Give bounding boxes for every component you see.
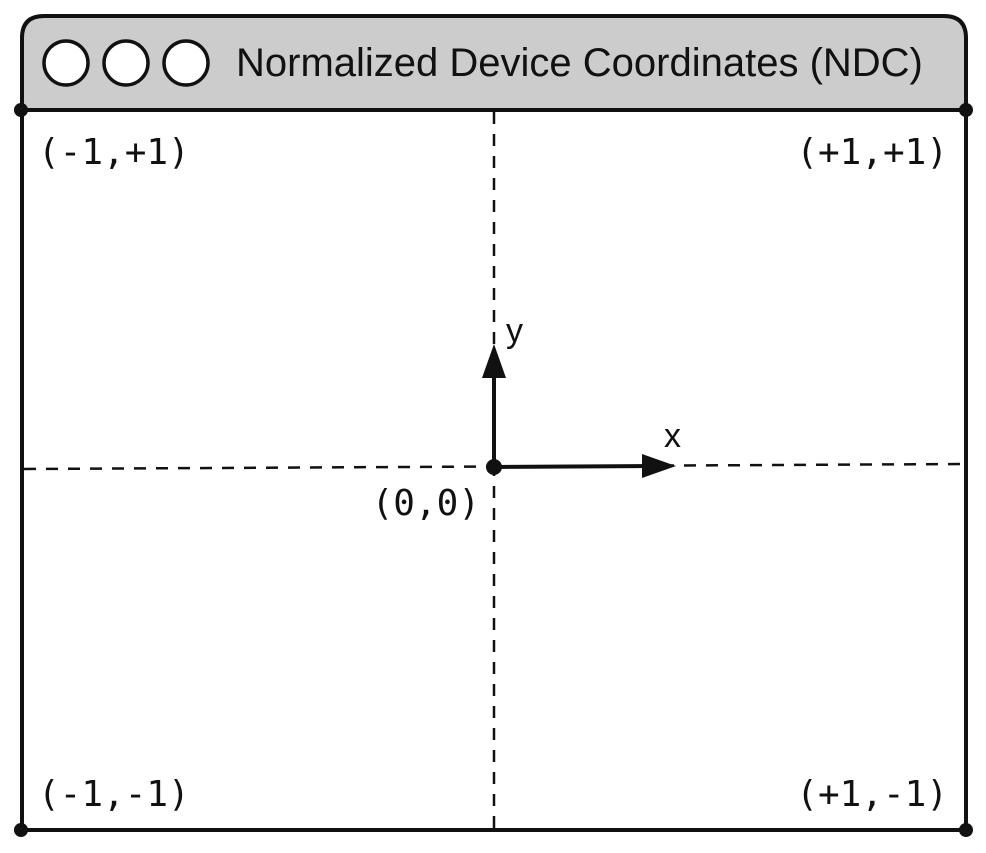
title-bar: Normalized Device Coordinates (NDC) <box>20 14 968 112</box>
viewport-frame <box>14 103 973 837</box>
x-axis-arrowhead <box>642 454 676 478</box>
corner-label-top-right: (+1,+1) <box>796 132 948 173</box>
y-axis-arrowhead <box>482 344 506 378</box>
corner-label-bottom-left: (-1,-1) <box>38 774 190 815</box>
corner-dot-bottom-left <box>14 823 28 837</box>
x-axis-label: x <box>664 417 681 455</box>
x-axis-arrow-line <box>493 464 653 469</box>
corner-label-top-left: (-1,+1) <box>38 132 190 173</box>
corner-dot-top-right <box>959 103 973 117</box>
axes: x y <box>482 312 681 478</box>
corner-dot-top-left <box>14 103 28 117</box>
corner-label-bottom-right: (+1,-1) <box>796 774 948 815</box>
origin-dot <box>486 459 502 475</box>
window-button[interactable] <box>162 39 210 87</box>
window-button[interactable] <box>102 39 150 87</box>
corner-dot-bottom-right <box>959 823 973 837</box>
window-title: Normalized Device Coordinates (NDC) <box>236 41 923 85</box>
window-button[interactable] <box>42 39 90 87</box>
y-axis-label: y <box>506 312 523 350</box>
origin-label: (0,0) <box>372 483 480 524</box>
title-bar-outline <box>20 14 968 110</box>
coordinate-labels: (-1,+1) (+1,+1) (-1,-1) (+1,-1) (0,0) <box>38 132 948 815</box>
